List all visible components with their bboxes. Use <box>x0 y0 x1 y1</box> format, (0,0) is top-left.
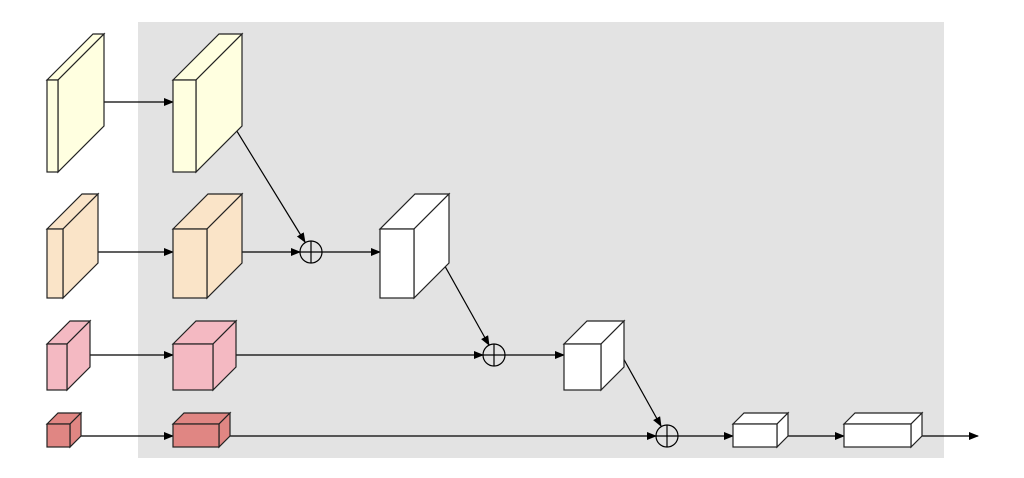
input-feature-1 <box>45 32 106 174</box>
background-panel <box>138 22 944 458</box>
lateral-feature-3 <box>171 319 238 392</box>
circled-plus-icon <box>299 240 323 264</box>
input-feature-2 <box>45 192 100 300</box>
arrow-edge <box>621 355 662 427</box>
input-feature-4 <box>45 411 83 449</box>
cube-front-face <box>172 423 220 448</box>
cube-front-face <box>172 79 197 173</box>
cube-top-face <box>842 412 924 425</box>
circled-plus-icon <box>655 424 679 448</box>
cube-front-face <box>732 423 778 448</box>
cube-front-face <box>46 79 59 173</box>
lateral-feature-2 <box>171 192 244 300</box>
input-feature-3 <box>45 319 92 392</box>
cube-front-face <box>379 228 415 299</box>
cube-front-face <box>46 343 68 391</box>
merged-feature-1 <box>378 192 451 300</box>
lateral-feature-4 <box>171 411 232 449</box>
cube-front-face <box>172 343 214 391</box>
cube-front-face <box>563 343 602 391</box>
cube-front-face <box>172 228 208 299</box>
cube-front-face <box>46 228 64 299</box>
arrow-edge <box>436 251 490 346</box>
lateral-feature-1 <box>171 32 244 174</box>
cube-front-face <box>843 423 912 448</box>
merged-feature-2 <box>562 319 626 392</box>
cube-front-face <box>46 423 71 448</box>
circled-plus-icon <box>482 343 506 367</box>
output-feature <box>842 411 924 449</box>
merged-feature-3 <box>731 411 790 449</box>
